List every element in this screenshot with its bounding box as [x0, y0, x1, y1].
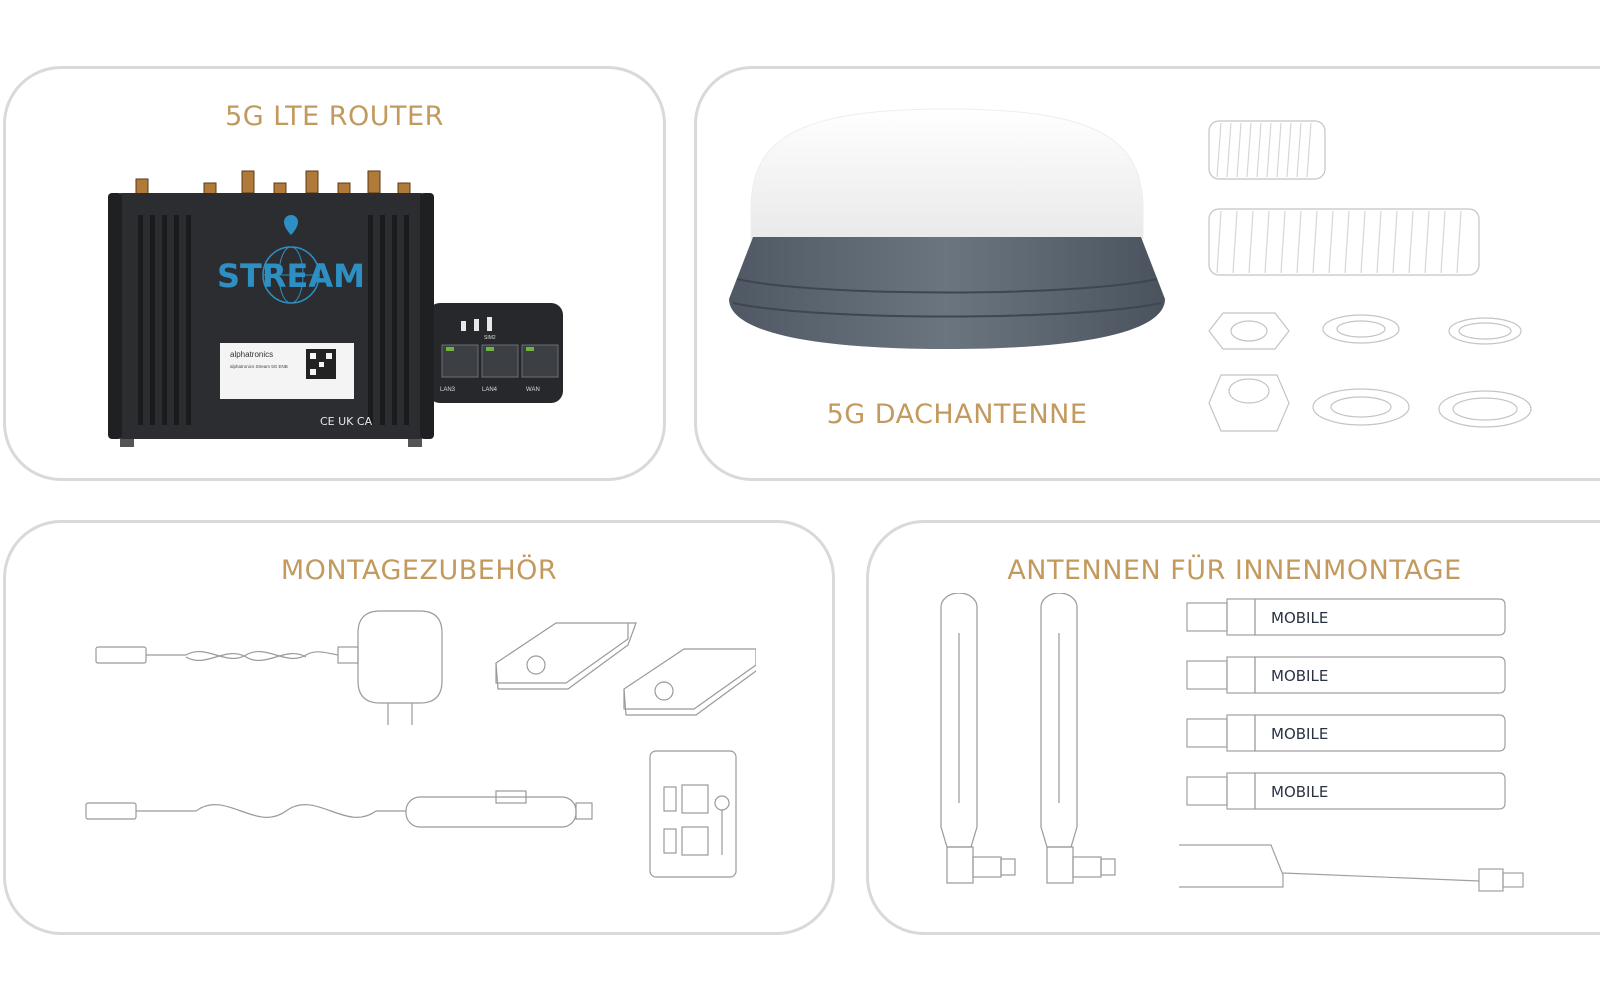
indoor-rod-antennas — [940, 593, 1116, 884]
roof-antenna-illustration — [729, 108, 1165, 349]
router-port-wan: WAN — [526, 387, 540, 393]
router-stream-logo: STREAM — [217, 257, 365, 295]
router-port-lan3: LAN3 — [440, 387, 456, 393]
roof-antenna-panel: 5G DACHANTENNE — [694, 66, 1600, 481]
indoor-antennas-panel: ANTENNEN FÜR INNENMONTAGE MOBILE MOBILE … — [866, 520, 1600, 935]
mobile-antenna-label-2: MOBILE — [1271, 667, 1328, 685]
router-panel: 5G LTE ROUTER STREAM alphat — [3, 66, 666, 481]
indoor-antennas-title: ANTENNEN FÜR INNENMONTAGE — [1007, 555, 1462, 586]
router-port-lan4: LAN4 — [482, 387, 498, 393]
mobile-antenna-label-4: MOBILE — [1271, 783, 1328, 801]
mounting-accessories-panel: MONTAGEZUBEHÖR — [3, 520, 835, 935]
router-illustration: STREAM alphatronics alphatronics Stream … — [108, 170, 563, 447]
router-label-model: alphatronics Stream 5G ENB — [230, 364, 288, 369]
mobile-antenna-label-3: MOBILE — [1271, 725, 1328, 743]
mobile-antenna-label-1: MOBILE — [1271, 609, 1328, 627]
router-panel-title: 5G LTE ROUTER — [225, 101, 444, 132]
router-cert-marks: CE UK CA — [320, 415, 373, 428]
router-label-brand: alphatronics — [230, 350, 273, 359]
router-sim-slot: SIM2 — [484, 335, 496, 341]
roof-antenna-title: 5G DACHANTENNE — [826, 399, 1088, 430]
mounting-accessories-illustration — [85, 610, 756, 878]
roof-mount-hardware — [1208, 120, 1532, 432]
indoor-mobile-antennas: MOBILE MOBILE MOBILE MOBILE — [1179, 598, 1524, 892]
mounting-accessories-title: MONTAGEZUBEHÖR — [280, 555, 558, 586]
